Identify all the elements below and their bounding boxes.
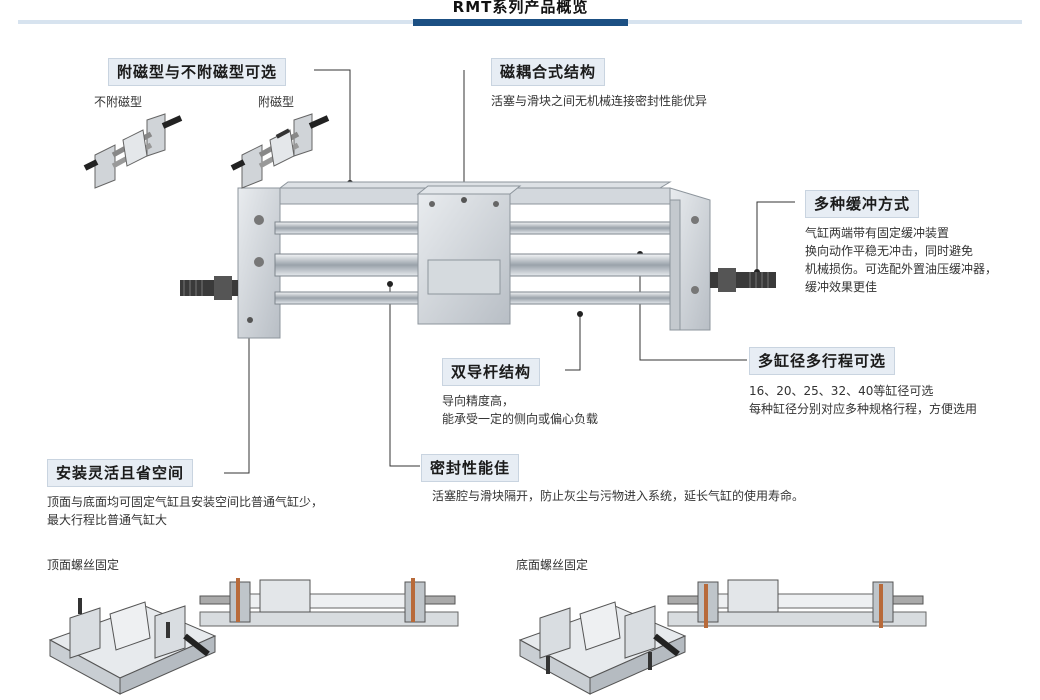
bottom-mount-iso-image <box>518 601 687 695</box>
magnetic-cylinder-image <box>230 113 330 189</box>
caption-bore-stroke: 16、20、25、32、40等缸径可选 每种缸径分别对应多种规格行程，方便选用 <box>749 384 978 416</box>
non-magnetic-cylinder-image <box>83 113 183 189</box>
caption-flexible-install: 顶面与底面均可固定气缸且安装空间比普通气缸少， 最大行程比普通气缸大 <box>47 495 324 527</box>
tag-magnetic-coupling: 磁耦合式结构 <box>491 58 606 86</box>
tag-sealing: 密封性能佳 <box>421 454 520 482</box>
tag-flexible-install: 安装灵活且省空间 <box>47 459 194 487</box>
tag-cushion-modes: 多种缓冲方式 <box>805 190 920 218</box>
rodless-cylinder-illustration <box>180 181 776 339</box>
caption-magnetic-coupling: 活塞与滑块之间无机械连接密封性能优异 <box>491 94 708 108</box>
tag-bore-stroke: 多缸径多行程可选 <box>749 347 896 375</box>
top-mount-section-image <box>199 578 459 627</box>
tag-dual-guide: 双导杆结构 <box>442 358 541 386</box>
page-title: RMT系列产品概览 <box>452 0 589 16</box>
label-bottom-mounting: 底面螺丝固定 <box>516 558 589 572</box>
leader-dot-guide <box>577 311 583 317</box>
header-accent-bar <box>413 19 628 26</box>
caption-sealing: 活塞腔与滑块隔开，防止灰尘与污物进入系统，延长气缸的使用寿命。 <box>432 489 805 503</box>
bottom-mount-section-image <box>667 579 927 628</box>
leader-dot-seal <box>387 281 393 287</box>
label-with-magnetic: 附磁型 <box>258 95 295 109</box>
header-rule-left <box>18 20 413 24</box>
caption-dual-guide: 导向精度高， 能承受一定的侧向或偏心负载 <box>442 394 599 426</box>
header: RMT系列产品概览 <box>0 0 1040 30</box>
label-top-mounting: 顶面螺丝固定 <box>47 558 120 572</box>
label-non-magnetic: 不附磁型 <box>94 95 143 109</box>
caption-cushion-modes: 气缸两端带有固定缓冲装置 换向动作平稳无冲击，同时避免 机械损伤。可选配外置油压… <box>805 226 998 294</box>
top-mount-iso-image <box>48 598 217 695</box>
header-rule-right <box>628 20 1022 24</box>
tag-magnetic-options: 附磁型与不附磁型可选 <box>108 58 287 86</box>
